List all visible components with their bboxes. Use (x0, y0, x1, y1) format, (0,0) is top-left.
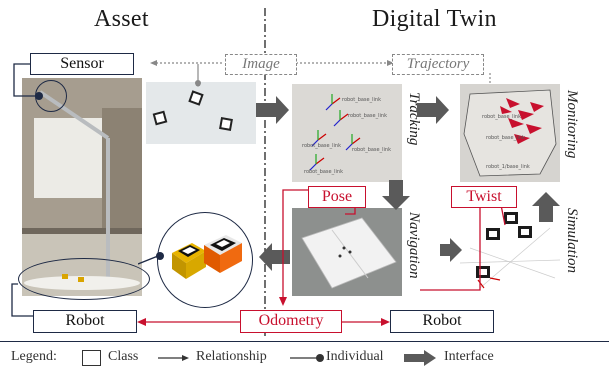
navigation-to-robot-arrow (259, 243, 290, 271)
svg-text:robot_base_link: robot_base_link (304, 169, 343, 175)
interface-arrows (256, 96, 560, 271)
relationship-lines-red (137, 189, 506, 326)
legend-relationship-label: Relationship (196, 349, 267, 364)
navigation-panel (292, 208, 402, 296)
monitoring-label: Monitoring (564, 90, 580, 159)
pose-class-box: Pose (308, 186, 366, 208)
legend-relationship-arrow (158, 355, 189, 361)
legend-individual-marker (290, 354, 324, 362)
svg-text:robot_base_link: robot_base_link (486, 135, 525, 141)
simulation-graphic (459, 212, 561, 289)
image-trajectory-dotted-links (150, 60, 491, 86)
monitoring-graphic: robot_base_link robot_base_link robot_1/… (460, 84, 560, 182)
robot-highlight-ellipse (18, 258, 150, 300)
tracking-to-navigation-arrow (382, 180, 410, 210)
simulation-panel (459, 208, 561, 298)
legend: Legend: Class Relationship Individual In… (0, 345, 609, 370)
legend-prefix: Legend: (11, 349, 57, 364)
robot-asset-class-box: Robot (33, 310, 137, 333)
digital-twin-heading: Digital Twin (372, 6, 497, 32)
odometry-class-box: Odometry (240, 310, 342, 333)
svg-text:robot_base_link: robot_base_link (342, 97, 381, 103)
navigation-map-graphic (292, 208, 402, 296)
trajectory-class-box: Trajectory (392, 54, 484, 75)
robot-closeup-graphic (172, 235, 242, 279)
robot-closeup-circle (157, 212, 253, 308)
svg-text:robot_base_link: robot_base_link (352, 147, 391, 153)
simulation-to-monitoring-arrow (532, 192, 560, 222)
image-to-tracking-arrow (256, 96, 289, 124)
legend-class-swatch (82, 350, 101, 366)
asset-heading: Asset (94, 6, 149, 32)
svg-text:robot_1/base_link: robot_1/base_link (486, 164, 530, 170)
legend-separator (0, 341, 609, 342)
svg-text:robot_base_link: robot_base_link (302, 143, 341, 149)
sensor-class-box: Sensor (30, 53, 134, 75)
legend-individual-label: Individual (326, 349, 384, 364)
twist-class-box: Twist (451, 186, 517, 208)
camera-image-panel (146, 81, 256, 144)
image-class-box: Image (225, 54, 297, 75)
legend-interface-label: Interface (444, 349, 494, 364)
sensor-highlight-circle (35, 80, 67, 112)
tracking-frames-graphic: robot_base_link robot_base_link robot_ba… (292, 84, 402, 182)
navigation-label: Navigation (406, 212, 422, 279)
svg-text:robot_base_link: robot_base_link (482, 114, 521, 120)
legend-interface-arrow (404, 350, 436, 366)
camera-image-graphic (146, 81, 256, 144)
tracking-panel: robot_base_link robot_base_link robot_ba… (292, 84, 402, 182)
navigation-to-simulation-arrow (440, 238, 462, 262)
svg-text:robot_base_link: robot_base_link (348, 113, 387, 119)
robot-twin-class-box: Robot (390, 310, 494, 333)
robot-individual-connector (11, 283, 34, 317)
monitoring-panel: robot_base_link robot_base_link robot_1/… (460, 84, 560, 182)
simulation-label: Simulation (564, 208, 580, 274)
closeup-individual-connector (138, 252, 164, 265)
tracking-to-monitoring-arrow (417, 96, 449, 124)
legend-class-label: Class (108, 349, 139, 364)
